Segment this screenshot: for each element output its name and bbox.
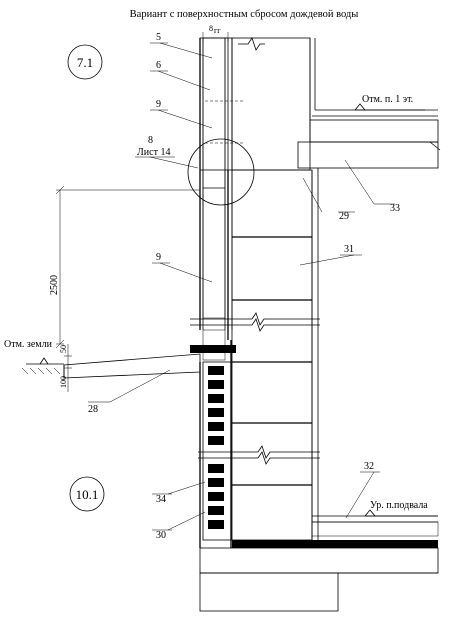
leader-lines: [88, 42, 395, 531]
callout-34: 34: [156, 494, 166, 505]
first-floor-level-label: Отм. п. 1 эт.: [362, 94, 413, 105]
basement-floor-slab: [199, 509, 439, 612]
callout-28: 28: [88, 404, 98, 415]
detail-marker-bottom: 10.1: [69, 476, 105, 512]
detail-marker-top: 7.1: [67, 44, 103, 80]
callout-6: 6: [156, 60, 161, 71]
callout-sheet-14: Лист 14: [137, 147, 170, 158]
callout-29: 29: [339, 211, 349, 222]
upper-wall: [199, 37, 311, 330]
drawing-title: Вариант с поверхностным сбросом дождевой…: [130, 9, 359, 20]
detail-circle: [187, 138, 255, 206]
detail-marker-bottom-label: 10.1: [76, 487, 99, 502]
basement-level-label: Ур. п.подвала: [370, 500, 428, 511]
ground-level-label: Отм. земли: [4, 339, 53, 350]
callout-32: 32: [364, 461, 374, 472]
callout-31: 31: [344, 244, 354, 255]
detail-marker-top-label: 7.1: [77, 55, 93, 70]
callout-9-upper: 9: [156, 99, 161, 110]
outer-insulation-lower: [202, 170, 229, 361]
dimension-lines: [55, 32, 229, 392]
gap-dimension-sub: гг: [214, 26, 221, 35]
callout-9-lower: 9: [156, 252, 161, 263]
callout-8: 8: [148, 135, 153, 146]
gap-dimension: 8: [209, 24, 213, 33]
brick-foundation: [190, 340, 236, 548]
callout-30: 30: [156, 530, 166, 541]
first-floor-slab: [297, 38, 441, 169]
dimension-100: 100: [59, 376, 68, 388]
callout-5: 5: [156, 32, 161, 43]
block-wall: [190, 168, 320, 541]
callout-33: 33: [390, 203, 400, 214]
dimension-50: 50: [59, 345, 68, 353]
blind-area: [21, 353, 201, 379]
height-dimension: 2500: [49, 275, 60, 295]
